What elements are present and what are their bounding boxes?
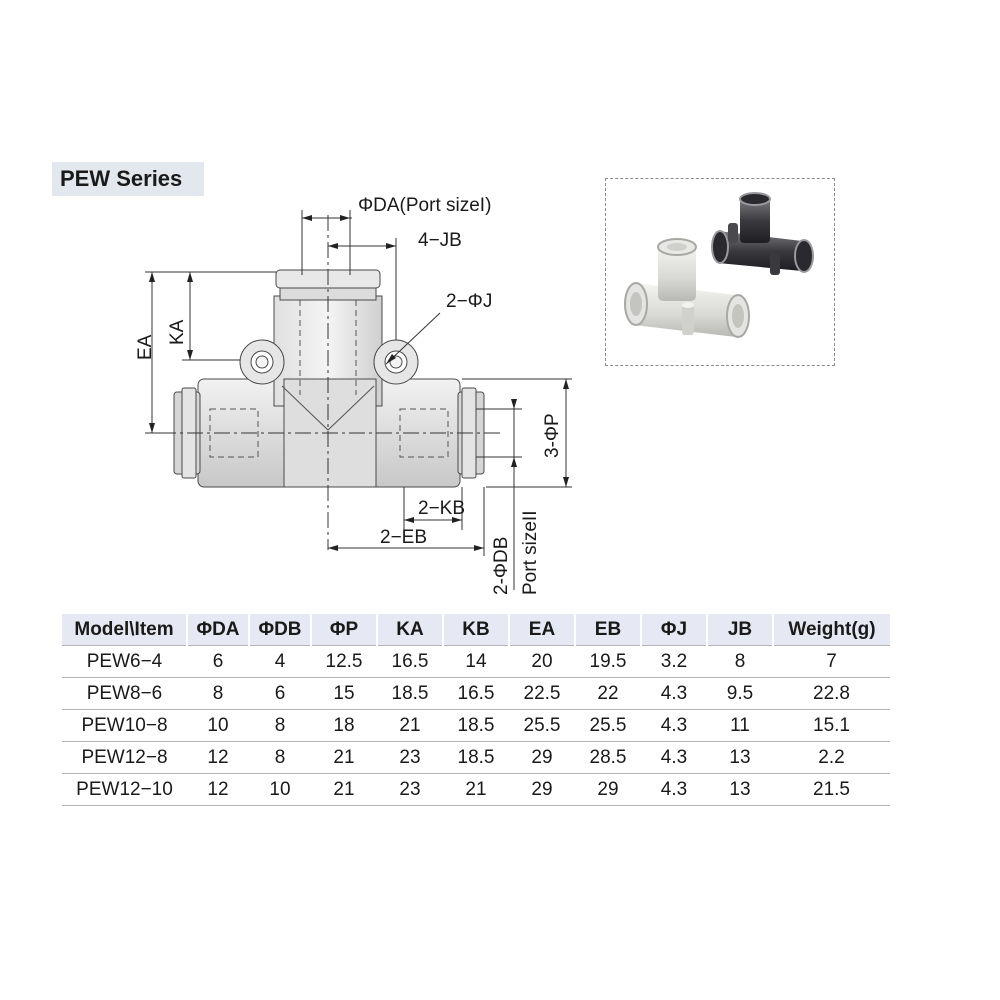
cell-jb: 13 <box>707 741 773 774</box>
cell-kb: 14 <box>443 645 509 678</box>
cell-ea: 22.5 <box>509 677 575 710</box>
hidden-lines <box>209 300 449 458</box>
dimension-arrows <box>149 215 569 551</box>
cell-eb: 19.5 <box>575 645 641 678</box>
technical-drawing: ΦDA(Port sizeI) 4−JB 2−ΦJ EA KA 3-ΦP 2−K… <box>135 195 572 595</box>
header-kb: KB <box>442 614 509 646</box>
cell-db: 4 <box>249 645 311 678</box>
header-da: ΦDA <box>186 614 249 646</box>
cell-kb: 18.5 <box>443 709 509 742</box>
table-row: PEW12−10 12 10 21 23 21 29 29 4.3 13 21.… <box>62 773 890 806</box>
specification-table: Model\Item ΦDA ΦDB ΦP KA KB EA EB ΦJ JB … <box>62 614 890 806</box>
cell-db: 10 <box>249 773 311 806</box>
cell-p: 12.5 <box>311 645 377 678</box>
table-header-row: Model\Item ΦDA ΦDB ΦP KA KB EA EB ΦJ JB … <box>62 614 890 646</box>
cell-ea: 20 <box>509 645 575 678</box>
product-photo <box>605 178 835 366</box>
header-ea: EA <box>508 614 575 646</box>
cell-model: PEW8−6 <box>62 677 187 710</box>
cell-j: 4.3 <box>641 741 707 774</box>
cell-db: 8 <box>249 709 311 742</box>
label-port-size-1: ΦDA(Port sizeI) <box>358 195 491 216</box>
header-db: ΦDB <box>248 614 311 646</box>
header-j: ΦJ <box>640 614 707 646</box>
cell-j: 4.3 <box>641 709 707 742</box>
cell-ka: 16.5 <box>377 645 443 678</box>
cell-da: 12 <box>187 773 249 806</box>
table-row: PEW6−4 6 4 12.5 16.5 14 20 19.5 3.2 8 7 <box>62 645 890 678</box>
dimension-lines <box>145 210 572 590</box>
label-kb: 2−KB <box>418 498 465 519</box>
center-lines <box>160 215 500 550</box>
cell-weight: 2.2 <box>773 741 890 774</box>
cell-ea: 25.5 <box>509 709 575 742</box>
cell-model: PEW10−8 <box>62 709 187 742</box>
cell-p: 18 <box>311 709 377 742</box>
cell-eb: 29 <box>575 773 641 806</box>
table-row: PEW8−6 8 6 15 18.5 16.5 22.5 22 4.3 9.5 … <box>62 677 890 710</box>
cell-ka: 23 <box>377 741 443 774</box>
label-j: 2−ΦJ <box>446 291 492 312</box>
cell-ea: 29 <box>509 741 575 774</box>
series-title: PEW Series <box>52 162 204 196</box>
cell-da: 10 <box>187 709 249 742</box>
cell-ka: 21 <box>377 709 443 742</box>
cell-p: 21 <box>311 773 377 806</box>
black-tee-fitting <box>711 192 814 275</box>
cell-weight: 15.1 <box>773 709 890 742</box>
cell-kb: 18.5 <box>443 741 509 774</box>
cell-p: 15 <box>311 677 377 710</box>
cell-p: 21 <box>311 741 377 774</box>
header-weight: Weight(g) <box>772 614 890 646</box>
label-jb: 4−JB <box>418 230 462 251</box>
header-p: ΦP <box>310 614 377 646</box>
cell-model: PEW12−10 <box>62 773 187 806</box>
label-p: 3-ΦP <box>542 413 563 458</box>
fitting-outline <box>173 269 485 488</box>
cell-da: 6 <box>187 645 249 678</box>
header-model: Model\Item <box>62 614 187 646</box>
table-row: PEW12−8 12 8 21 23 18.5 29 28.5 4.3 13 2… <box>62 741 890 774</box>
cell-eb: 28.5 <box>575 741 641 774</box>
cell-ka: 23 <box>377 773 443 806</box>
cell-kb: 21 <box>443 773 509 806</box>
cell-ea: 29 <box>509 773 575 806</box>
cell-model: PEW12−8 <box>62 741 187 774</box>
cell-weight: 21.5 <box>773 773 890 806</box>
cell-j: 3.2 <box>641 645 707 678</box>
label-port-size-2: Port sizeII <box>520 511 541 595</box>
label-ea: EA <box>135 334 156 360</box>
cell-model: PEW6−4 <box>62 645 187 678</box>
header-eb: EB <box>574 614 641 646</box>
cell-eb: 22 <box>575 677 641 710</box>
cell-j: 4.3 <box>641 773 707 806</box>
label-db: 2-ΦDB <box>491 537 512 595</box>
cell-weight: 7 <box>773 645 890 678</box>
cell-jb: 8 <box>707 645 773 678</box>
cell-weight: 22.8 <box>773 677 890 710</box>
cell-ka: 18.5 <box>377 677 443 710</box>
cell-db: 6 <box>249 677 311 710</box>
table-row: PEW10−8 10 8 18 21 18.5 25.5 25.5 4.3 11… <box>62 709 890 742</box>
label-ka: KA <box>167 319 188 345</box>
cell-jb: 9.5 <box>707 677 773 710</box>
cell-eb: 25.5 <box>575 709 641 742</box>
cell-j: 4.3 <box>641 677 707 710</box>
cell-jb: 11 <box>707 709 773 742</box>
cell-jb: 13 <box>707 773 773 806</box>
cell-da: 12 <box>187 741 249 774</box>
white-tee-fitting <box>624 238 750 338</box>
cell-kb: 16.5 <box>443 677 509 710</box>
cell-da: 8 <box>187 677 249 710</box>
label-eb: 2−EB <box>380 527 427 548</box>
cell-db: 8 <box>249 741 311 774</box>
header-ka: KA <box>376 614 443 646</box>
header-jb: JB <box>706 614 773 646</box>
